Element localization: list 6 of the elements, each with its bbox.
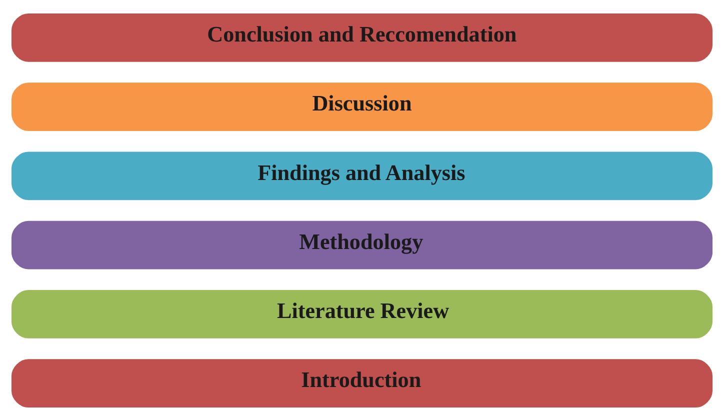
node-box: Methodology [11,220,713,269]
node-box: Findings and Analysis [11,151,713,200]
node-box: Literature Review [11,290,713,338]
node-box: Conclusion and Reccomendation [11,12,713,62]
node-box: Introduction [11,358,713,408]
node-box: Discussion [11,82,713,130]
